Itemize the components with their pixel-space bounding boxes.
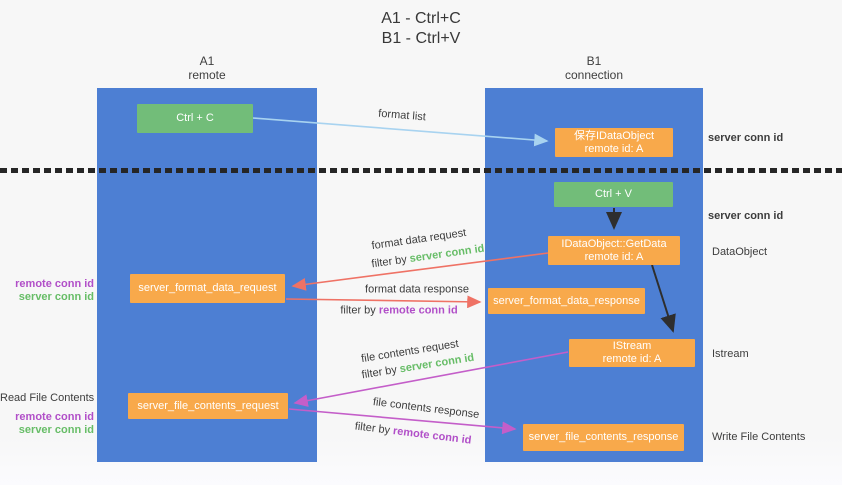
right-label-server-conn-id-top: server conn id <box>708 132 784 144</box>
lane-a-header: A1 remote <box>188 54 225 82</box>
lane-a-subtitle: remote <box>188 68 226 82</box>
node-server-file-contents-response: server_file_contents_response <box>523 424 684 451</box>
node-ctrl-v-label: Ctrl + V <box>595 188 632 200</box>
lane-b-subtitle: connection <box>564 68 624 82</box>
node-server-file-contents-request-label: server_file_contents_request <box>137 399 279 412</box>
node-idataobject-getdata: IDataObject::GetData remote id: A <box>548 236 680 265</box>
node-server-format-data-request-label: server_format_data_request <box>138 282 277 294</box>
node-ctrl-c: Ctrl + C <box>137 104 253 133</box>
right-label-istream: Istream <box>712 348 749 360</box>
title-line-ctrl-v: B1 - Ctrl+V <box>381 30 461 47</box>
filter-by-prefix: filter by <box>340 304 379 317</box>
node-istream: IStream remote id: A <box>569 339 695 367</box>
right-label-write-file-contents: Write File Contents <box>712 431 806 443</box>
left-remote-conn-id-1: remote conn id <box>15 278 94 290</box>
node-istream-line2: remote id: A <box>602 353 662 365</box>
left-server-conn-id-2: server conn id <box>18 424 94 436</box>
label-format-data-response: format data response <box>365 283 469 296</box>
left-remote-conn-id-2: remote conn id <box>15 411 94 423</box>
left-label-conn-ids-2: remote conn id server conn id <box>0 411 94 437</box>
label-format-list: format list <box>377 107 427 124</box>
lane-b-header: B1 connection <box>565 54 623 82</box>
label-filter-by-remote-conn-id-2: filter by remote conn id <box>354 420 472 447</box>
node-save-idataobject-line1: 保存IDataObject <box>573 129 655 142</box>
right-label-dataobject: DataObject <box>712 246 768 258</box>
right-label-server-conn-id-mid: server conn id <box>708 210 784 222</box>
node-save-idataobject-line2: remote id: A <box>584 142 644 155</box>
node-ctrl-c-label: Ctrl + C <box>176 112 214 124</box>
machine-boundary-dashed-line <box>0 168 842 173</box>
lane-a-title: A1 <box>199 54 215 68</box>
filter-by-prefix: filter by <box>370 253 411 271</box>
filter-by-prefix: filter by <box>354 420 394 438</box>
label-filter-by-remote-conn-id-1: filter by remote conn id <box>340 305 457 318</box>
diagram-title: A1 - Ctrl+C B1 - Ctrl+V <box>0 9 842 49</box>
node-server-format-data-response-label: server_format_data_response <box>493 294 640 307</box>
node-idataobject-getdata-line1: IDataObject::GetData <box>561 237 667 250</box>
node-server-format-data-response: server_format_data_response <box>488 288 645 314</box>
label-file-contents-response: file contents response <box>372 396 480 421</box>
node-istream-line1: IStream <box>612 340 652 352</box>
title-line-ctrl-c: A1 - Ctrl+C <box>381 10 461 27</box>
left-label-read-file-contents: Read File Contents <box>0 392 95 404</box>
left-server-conn-id-1: server conn id <box>18 291 94 303</box>
node-save-idataobject: 保存IDataObject remote id: A <box>555 128 673 157</box>
left-label-conn-ids-1: remote conn id server conn id <box>0 278 94 304</box>
lane-b-title: B1 <box>586 54 602 68</box>
filter-by-prefix: filter by <box>360 363 401 382</box>
node-server-file-contents-response-label: server_file_contents_response <box>528 431 679 443</box>
remote-conn-id-text: remote conn id <box>392 425 473 447</box>
node-idataobject-getdata-line2: remote id: A <box>584 250 644 263</box>
node-server-file-contents-request: server_file_contents_request <box>128 393 288 419</box>
remote-conn-id-text: remote conn id <box>378 304 458 317</box>
node-server-format-data-request: server_format_data_request <box>130 274 285 303</box>
node-ctrl-v: Ctrl + V <box>554 182 673 207</box>
